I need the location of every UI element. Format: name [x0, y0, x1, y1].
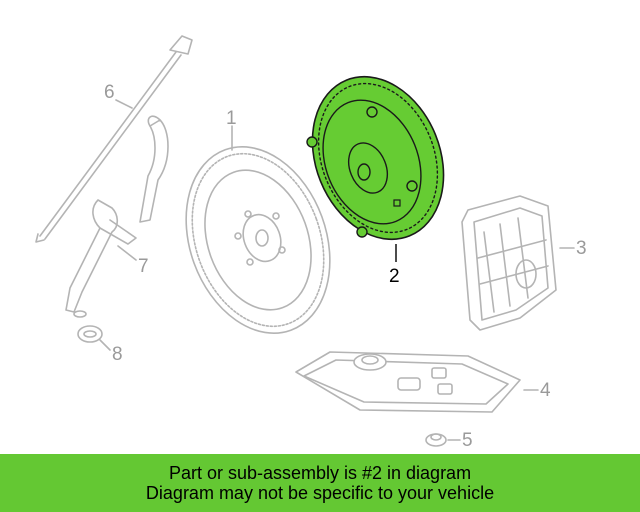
callout-6: 6 — [104, 82, 115, 103]
callout-1: 1 — [226, 108, 237, 129]
o-ring-part-8[interactable] — [77, 325, 103, 343]
callout-leaders — [99, 99, 575, 441]
callout-5: 5 — [462, 430, 473, 451]
banner-line-2: Diagram may not be specific to your vehi… — [145, 483, 495, 503]
info-banner: Part or sub-assembly is #2 in diagram Di… — [0, 454, 640, 512]
transmission-cover-part-3[interactable] — [461, 195, 557, 331]
seal-part-5[interactable] — [425, 433, 447, 447]
callout-3: 3 — [576, 238, 587, 259]
parts-diagram: 6 1 7 8 3 4 5 2 — [35, 35, 587, 451]
callout-2: 2 — [389, 266, 400, 287]
dipstick-tube-part-7[interactable] — [65, 115, 169, 318]
callout-8: 8 — [112, 344, 123, 365]
dipstick-part-6[interactable] — [35, 35, 193, 243]
flexplate-part-1[interactable] — [161, 127, 354, 354]
banner-line-1: Part or sub-assembly is #2 in diagram — [168, 463, 472, 483]
callout-4: 4 — [540, 380, 551, 401]
torque-converter-part-2[interactable] — [289, 57, 467, 259]
filter-part-4[interactable] — [295, 351, 521, 413]
callout-7: 7 — [138, 256, 149, 277]
